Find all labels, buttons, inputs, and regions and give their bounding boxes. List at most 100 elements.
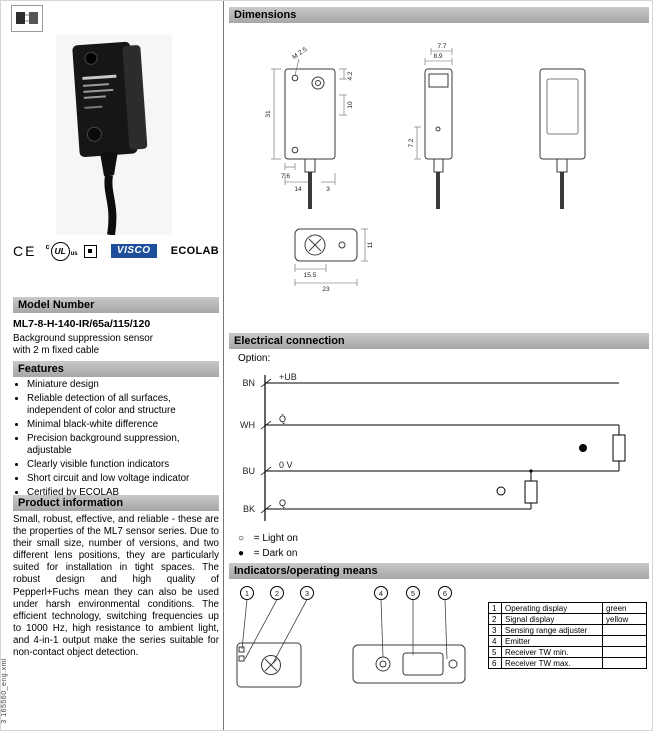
row-value: green [602,602,647,614]
features-header: Features [13,361,219,377]
dimension-label: 3 [326,186,330,193]
dimension-label: 4.2 [347,71,354,80]
dimension-label: 10 [347,101,354,109]
dimension-label: 14 [294,186,302,193]
svg-text:5: 5 [411,589,415,598]
signal-label-ub: +UB [279,372,297,382]
indicators-header: Indicators/operating means [229,563,649,579]
row-value [602,635,647,647]
dimension-label: 7.6 [281,173,290,180]
row-value [602,624,647,636]
row-number: 1 [488,602,502,614]
indicators-table: 1 Operating display green 2 Signal displ… [488,602,647,669]
table-row: 4 Emitter [488,635,647,647]
table-row: 2 Signal display yellow [488,613,647,625]
side-vertical-text: 3 165560_eng.xml [1,658,8,724]
terminal-label-bu: BU [242,466,255,476]
visco-logo: VISCO [110,244,157,258]
feature-item: Miniature design [27,379,219,391]
model-number-header: Model Number [13,297,219,313]
row-number: 2 [488,613,502,625]
row-label: Signal display [501,613,603,625]
dimensions-drawing: 31 4.2 10 7.6 14 3 M 2.5 [265,43,586,293]
dimension-label: 31 [265,110,272,118]
electrical-circuit-diagram: BN +UB WH Q̄ BU 0 V BK Q [240,372,626,521]
svg-text:4: 4 [379,589,383,598]
signal-label-0v: 0 V [279,460,293,470]
features-list: Miniature design Reliable detection of a… [13,379,219,502]
row-number: 6 [488,657,502,669]
table-row: 6 Receiver TW max. [488,657,647,669]
callout-6: 6 [438,586,452,660]
svg-text:6: 6 [443,589,447,598]
dimension-label: 11 [367,241,374,248]
terminal-label-bk: BK [243,504,255,514]
callout-4: 4 [374,586,388,658]
back-view-drawing [539,68,586,209]
feature-item: Reliable detection of all surfaces, inde… [27,393,219,416]
family-icon-graphic [16,12,38,24]
thread-note-label: M 2.5 [291,46,309,61]
ul-prefix-label: c [45,243,50,251]
feature-item: Short circuit and low voltage indicator [27,473,219,485]
signal-label-q: Q [279,498,286,508]
product-info-header: Product information [13,495,219,511]
indicator-top-view [352,644,466,684]
product-photo [56,35,172,236]
feature-item: Minimal black-white difference [27,419,219,431]
model-description-line2: with 2 m fixed cable [13,345,100,356]
model-number-value: ML7-8-H-140-IR/65a/115/120 [13,318,151,330]
callout-1: 1 [240,586,254,650]
callout-5: 5 [406,586,420,655]
indicator-side-view [236,642,302,688]
dark-on-dot [579,444,587,452]
row-value: yellow [602,613,647,625]
sensor-photo-graphic [56,35,172,236]
callout-3: 3 [272,586,314,664]
front-view-drawing: 31 4.2 10 7.6 14 3 M 2.5 [265,46,354,209]
light-on-dot [496,486,506,496]
dark-on-symbol: ● [238,548,245,559]
legend-dark-on: ● = Dark on [238,546,298,561]
row-value [602,657,647,669]
ecolab-logo: ECOLAB [170,245,219,257]
row-number: 4 [488,635,502,647]
ul-suffix-label: us [70,250,78,257]
svg-text:2: 2 [275,589,279,598]
dark-on-text: = Dark on [253,548,298,559]
dimension-label: 7.7 [437,43,446,50]
model-description-line1: Background suppression sensor [13,333,153,344]
product-info-text: Small, robust, effective, and reliable -… [13,514,219,659]
row-number: 3 [488,624,502,636]
row-number: 5 [488,646,502,658]
dimension-label: 7.2 [408,138,415,147]
dimension-label: 15.5 [304,272,317,279]
light-on-text: = Light on [253,533,298,544]
table-row: 5 Receiver TW min. [488,646,647,658]
electrical-option-label: Option: [238,353,271,364]
row-label: Operating display [501,602,603,614]
legend-light-on: ○ = Light on [238,531,298,546]
ul-label: UL [54,245,66,256]
certifications-row: CE c UL us VISCO ECOLAB [13,241,219,261]
signal-label-qbar: Q̄ [279,414,286,424]
feature-item: Certified by ECOLAB [27,487,219,499]
terminal-label-wh: WH [240,420,255,430]
column-divider [223,1,224,730]
svg-text:1: 1 [245,589,249,598]
row-label: Receiver TW min. [501,646,603,658]
feature-item: Precision background suppression, adjust… [27,433,219,456]
circuit-legend: ○ = Light on ● = Dark on [238,531,298,561]
square-cert-icon [83,244,97,258]
row-label: Emitter [501,635,603,647]
bottom-view-drawing: 15.5 23 11 [294,228,374,293]
dimension-label: 23 [322,286,330,293]
dimension-label: 8.9 [433,53,442,60]
table-row: 1 Operating display green [488,602,647,614]
row-label: Sensing range adjuster [501,624,603,636]
side-view-drawing: 8.9 7.7 7.2 [408,43,453,209]
electrical-header: Electrical connection [229,333,649,349]
ul-mark-icon: c UL us [46,241,78,261]
ce-mark-icon: CE [13,243,37,259]
